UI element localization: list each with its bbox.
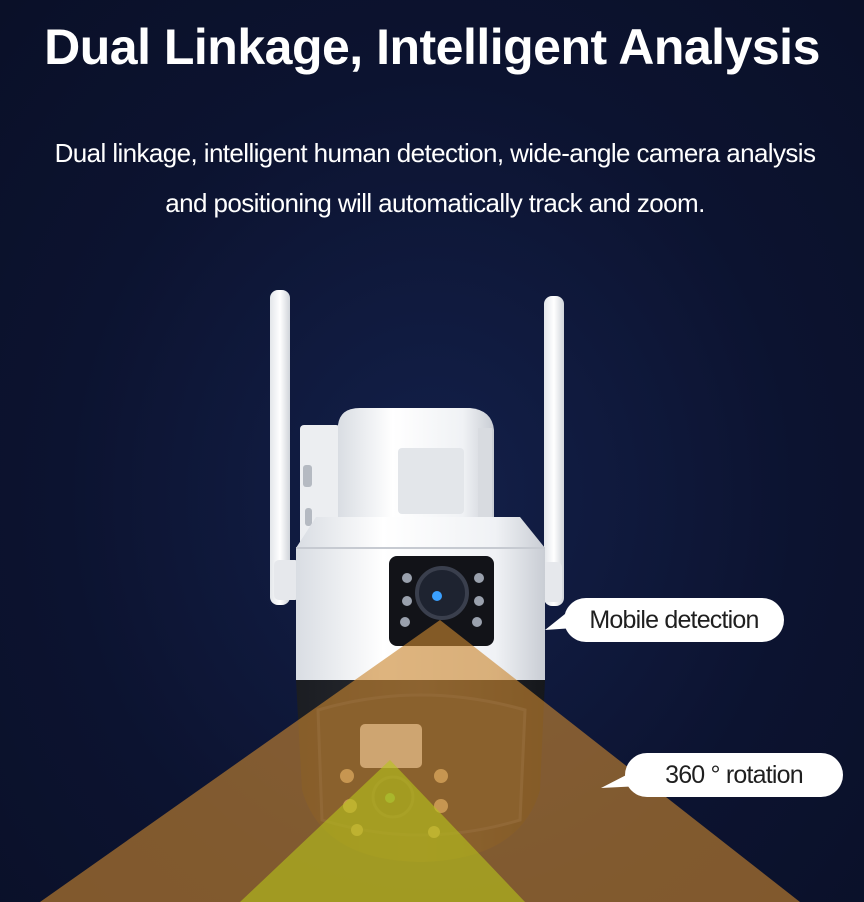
description-line-2: and positioning will automatically track… xyxy=(165,188,705,218)
description-line-1: Dual linkage, intelligent human detectio… xyxy=(54,138,816,168)
ir-led-icon xyxy=(400,573,484,627)
page-title: Dual Linkage, Intelligent Analysis xyxy=(44,19,820,75)
feature-description: Dual linkage, intelligent human detectio… xyxy=(40,128,830,228)
antenna-icon xyxy=(270,290,564,606)
callout-360-rotation: 360 ° rotation xyxy=(625,753,843,797)
detection-beam-narrow xyxy=(240,760,525,902)
callout-mobile-detection: Mobile detection xyxy=(564,598,784,642)
detection-beam-wide xyxy=(40,620,800,902)
